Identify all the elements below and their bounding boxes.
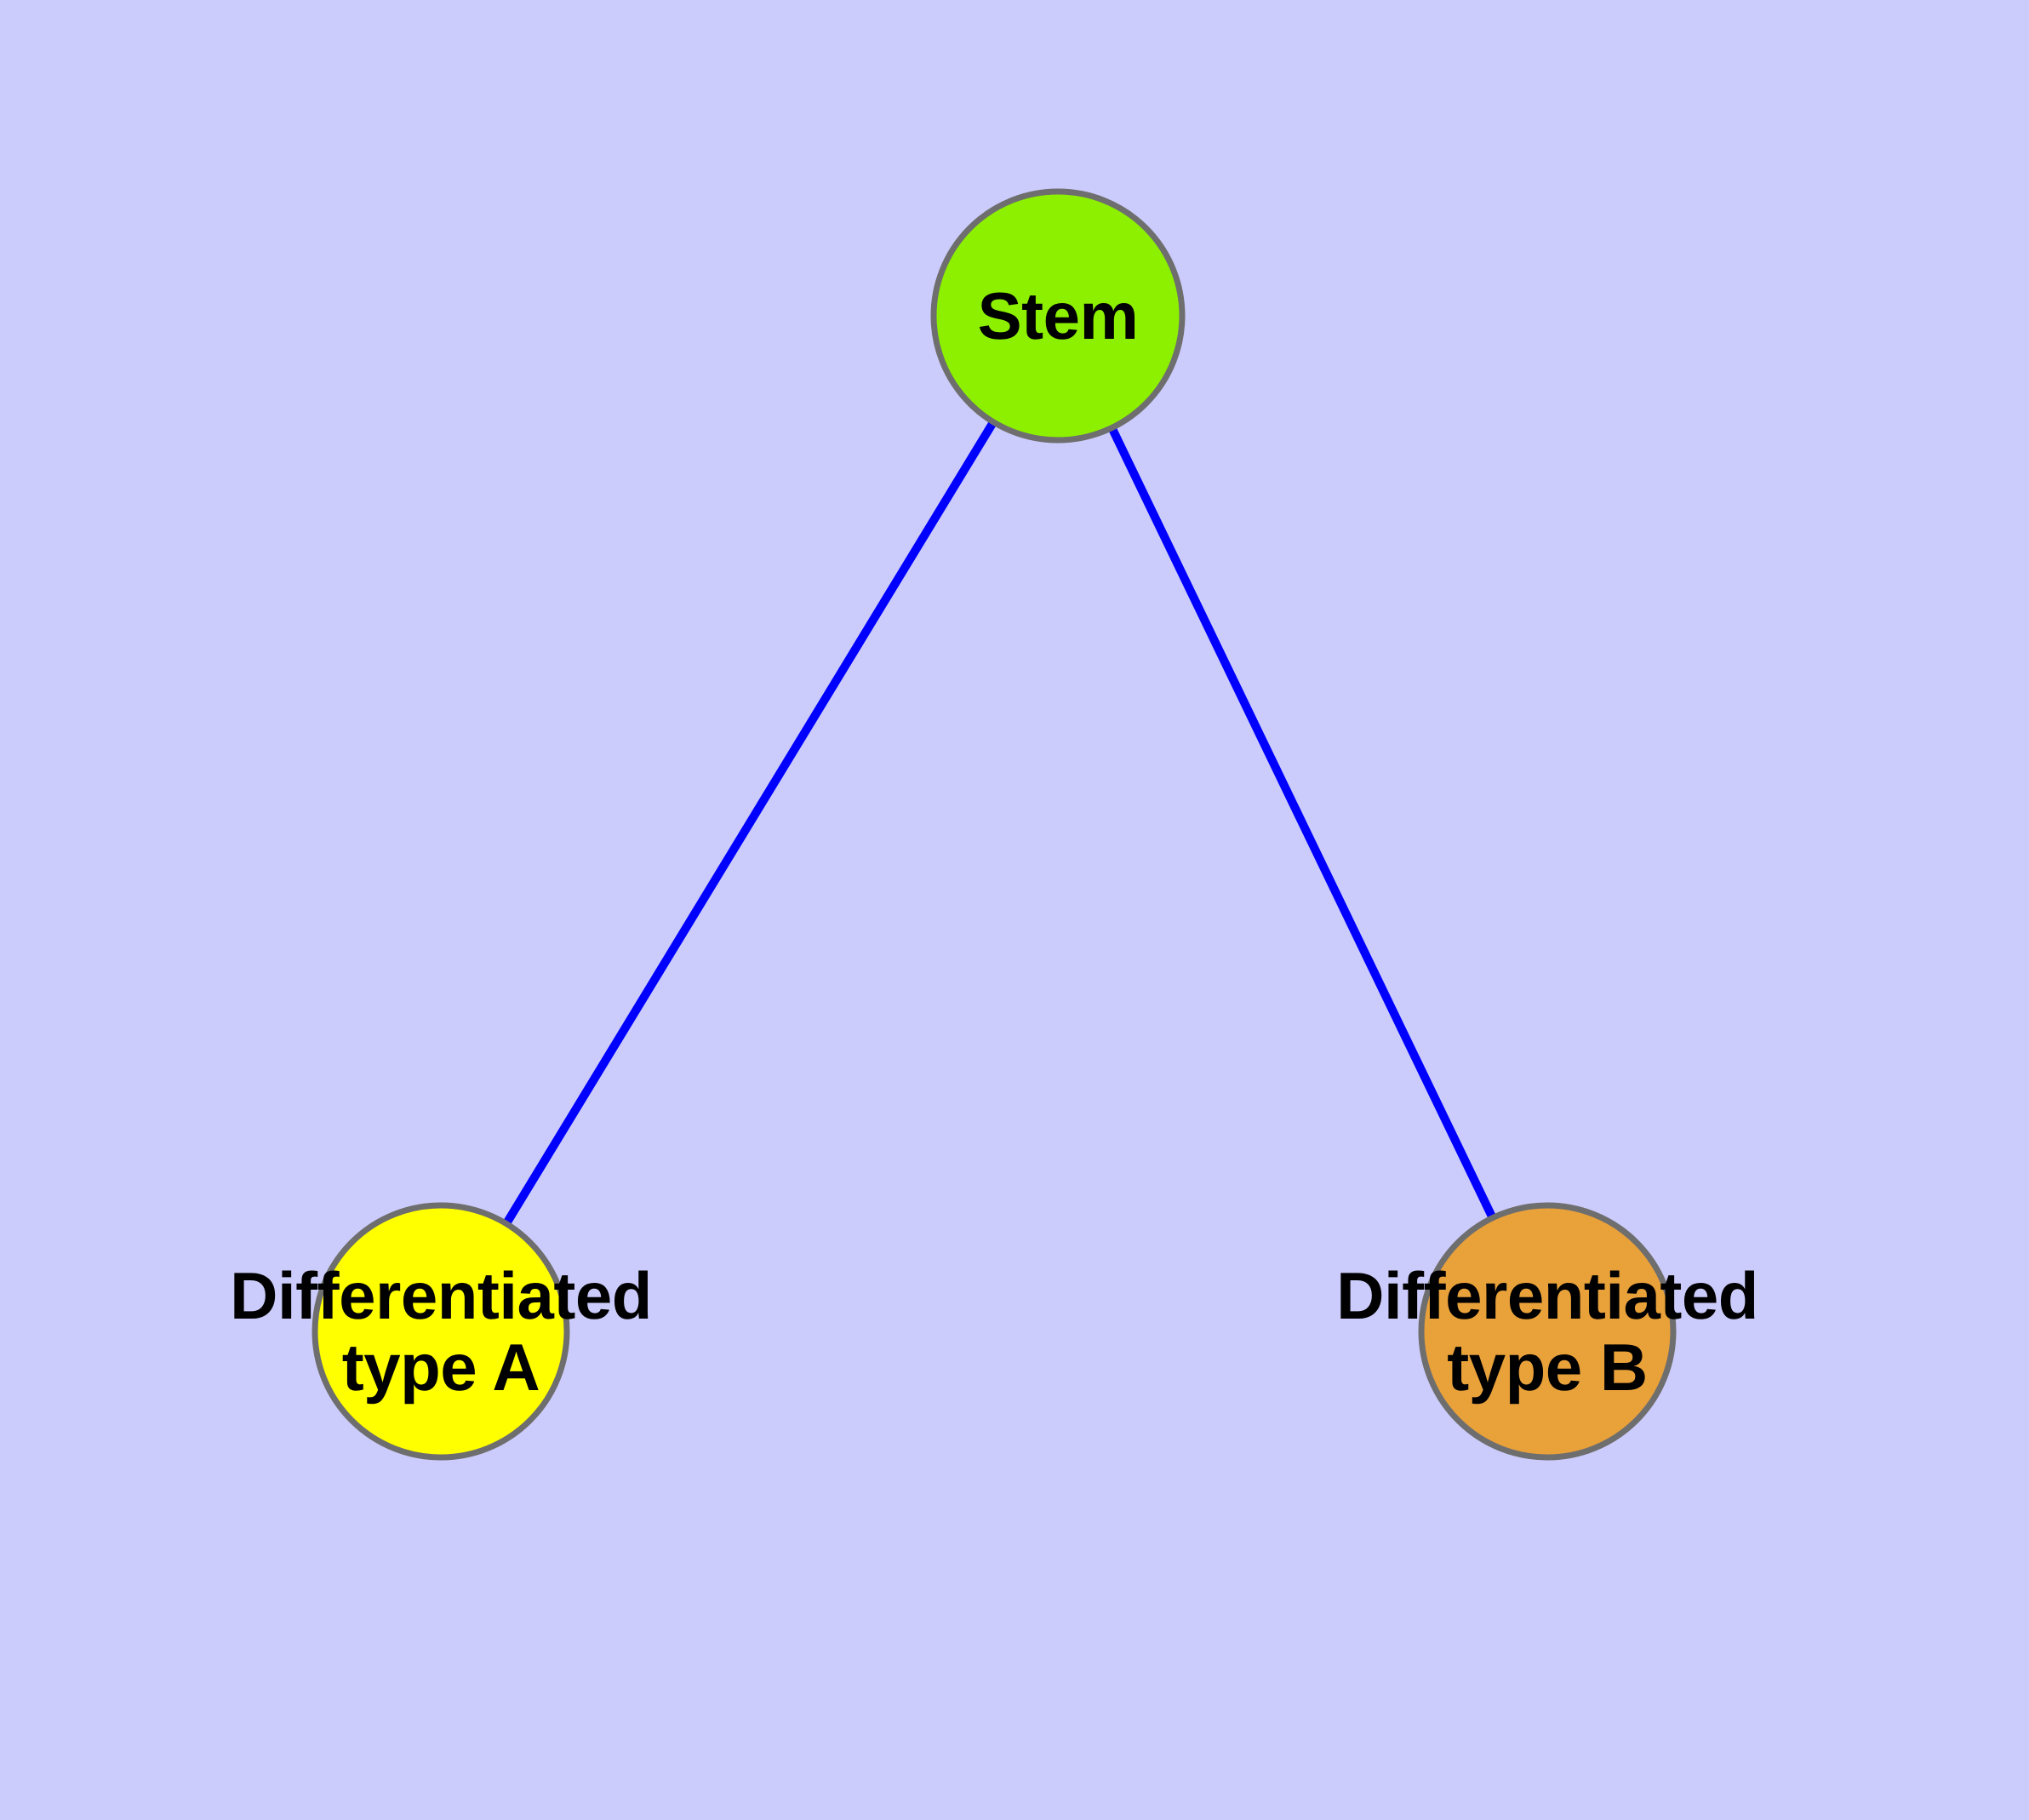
edge-layer [437, 313, 1552, 1334]
graph-node-stem[interactable] [930, 188, 1186, 444]
graph-node-diff-b[interactable] [1418, 1202, 1677, 1461]
graph-node-diff-a[interactable] [311, 1202, 570, 1461]
graph-edge-stem-to-diff-a [437, 313, 1062, 1334]
graph-edge-stem-to-diff-b [1054, 313, 1552, 1334]
node-layer [311, 188, 1677, 1461]
